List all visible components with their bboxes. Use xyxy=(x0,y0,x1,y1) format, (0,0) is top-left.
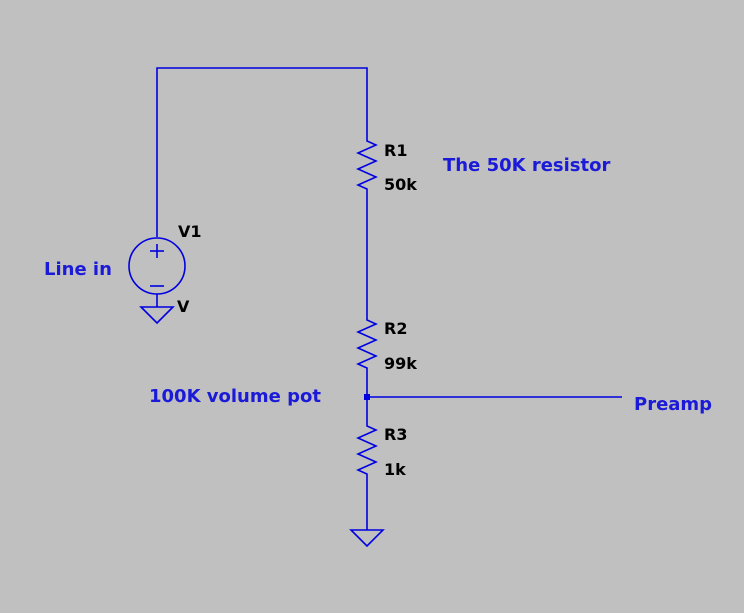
r1-zigzag xyxy=(356,133,378,197)
resistor-r3[interactable] xyxy=(356,418,378,482)
ground-icon[interactable] xyxy=(349,529,385,548)
line-in-label: Line in xyxy=(44,259,112,280)
r3-zigzag xyxy=(356,418,378,482)
volume-pot-label: 100K volume pot xyxy=(149,386,321,407)
resistor-r2[interactable] xyxy=(356,312,378,376)
resistor-r1[interactable] xyxy=(356,133,378,197)
r2-ref-label: R2 xyxy=(384,319,407,338)
r2-value-label: 99k xyxy=(384,354,417,373)
r2-zigzag xyxy=(356,312,378,376)
r3-ref-label: R3 xyxy=(384,425,407,444)
r1-ref-label: R1 xyxy=(384,141,407,160)
junction-dot xyxy=(364,394,370,400)
r1-comment-label: The 50K resistor xyxy=(443,155,610,176)
voltage-source-v1[interactable] xyxy=(128,225,186,325)
wire-top-loop[interactable] xyxy=(156,67,368,225)
v1-ref-label: V1 xyxy=(178,222,202,241)
v1-value-label: V xyxy=(177,297,190,316)
preamp-label: Preamp xyxy=(634,394,712,415)
v1-ground-icon xyxy=(139,306,175,325)
r3-value-label: 1k xyxy=(384,460,406,479)
r1-value-label: 50k xyxy=(384,175,417,194)
wires xyxy=(156,67,622,530)
